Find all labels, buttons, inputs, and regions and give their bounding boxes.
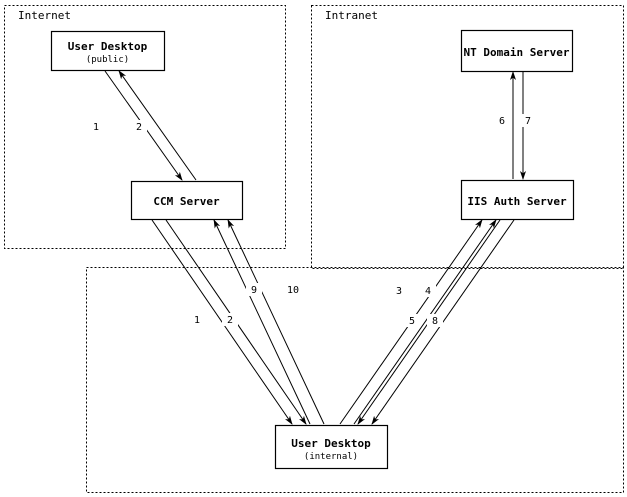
node-box-user-desktop-public[interactable] bbox=[50, 30, 166, 72]
flow-label-step-6-8: 6 bbox=[499, 116, 505, 127]
zone-boundaries: Internet Intranet bbox=[4, 5, 624, 493]
flow-label-backdrop-5 bbox=[420, 284, 436, 297]
flow-arrow-step-2-1 bbox=[118, 70, 197, 181]
flow-label-step-10-11: 10 bbox=[287, 285, 299, 296]
flow-label-backdrop-2 bbox=[189, 313, 205, 326]
node-user-desktop-internal[interactable]: User Desktop (internal) bbox=[274, 424, 389, 470]
flow-label-step-2-1: 2 bbox=[136, 122, 142, 133]
zone-internet: Internet bbox=[4, 5, 286, 249]
node-ccm-server[interactable]: CCM Server bbox=[130, 180, 244, 221]
flow-label-backdrop-9 bbox=[520, 114, 536, 127]
node-title-user-desktop-internal: User Desktop bbox=[291, 437, 371, 450]
flow-label-backdrop-7 bbox=[427, 314, 443, 327]
zone-border-intranet bbox=[311, 5, 624, 269]
zone-border-internal-lan bbox=[86, 267, 624, 493]
zone-label-internet: Internet bbox=[18, 9, 71, 22]
flow-label-backdrop-0 bbox=[88, 120, 104, 133]
zone-internal-lan bbox=[86, 267, 624, 493]
flow-label-backdrop-11 bbox=[285, 283, 301, 296]
flow-label-step-3-4: 3 bbox=[396, 286, 402, 297]
flow-label-step-5-6: 5 bbox=[409, 316, 415, 327]
flow-arrow-step-4-5 bbox=[353, 219, 497, 425]
flow-label-step-1-2: 1 bbox=[194, 315, 200, 326]
flow-label-step-4-5: 4 bbox=[425, 286, 431, 297]
flow-label-backdrop-1 bbox=[131, 120, 147, 133]
node-nt-domain-server[interactable]: NT Domain Server bbox=[460, 29, 574, 73]
zone-intranet: Intranet bbox=[311, 5, 624, 269]
flow-label-backdrop-3 bbox=[222, 313, 238, 326]
diagram-nodes: User Desktop (public) CCM Server NT Domain … bbox=[50, 29, 575, 470]
flow-label-step-8-7: 8 bbox=[432, 316, 438, 327]
node-box-ccm-server[interactable] bbox=[130, 180, 244, 221]
node-subtitle-user-desktop-public: (public) bbox=[86, 55, 129, 65]
flow-step-labels: 1 2 1 2 3 4 5 8 6 7 9 10 bbox=[88, 114, 536, 327]
zone-label-intranet: Intranet bbox=[325, 9, 378, 22]
node-box-user-desktop-internal[interactable] bbox=[274, 424, 389, 470]
node-user-desktop-public[interactable]: User Desktop (public) bbox=[50, 30, 166, 72]
node-title-ccm-server: CCM Server bbox=[153, 195, 220, 208]
flow-arrow-step-9-10 bbox=[213, 219, 311, 425]
node-box-nt-domain-server[interactable] bbox=[460, 29, 574, 73]
node-title-user-desktop-public: User Desktop bbox=[68, 40, 148, 53]
flow-label-step-2-3: 2 bbox=[227, 315, 233, 326]
flow-label-backdrop-8 bbox=[494, 114, 510, 127]
node-title-nt-domain-server: NT Domain Server bbox=[464, 46, 570, 59]
zone-border-internet bbox=[4, 5, 286, 249]
flow-label-step-1-0: 1 bbox=[93, 122, 99, 133]
node-box-iis-auth-server[interactable] bbox=[460, 179, 575, 221]
flow-label-backdrop-4 bbox=[391, 284, 407, 297]
node-subtitle-user-desktop-internal: (internal) bbox=[304, 452, 358, 462]
flow-label-backdrop-10 bbox=[246, 283, 262, 296]
flow-label-step-9-10: 9 bbox=[251, 285, 257, 296]
flow-label-backdrop-6 bbox=[404, 314, 420, 327]
node-iis-auth-server[interactable]: IIS Auth Server bbox=[460, 179, 575, 221]
node-title-iis-auth-server: IIS Auth Server bbox=[467, 195, 567, 208]
flow-arrows bbox=[104, 70, 526, 425]
flow-arrow-step-10-11 bbox=[227, 219, 325, 425]
flow-label-step-7-9: 7 bbox=[525, 116, 531, 127]
